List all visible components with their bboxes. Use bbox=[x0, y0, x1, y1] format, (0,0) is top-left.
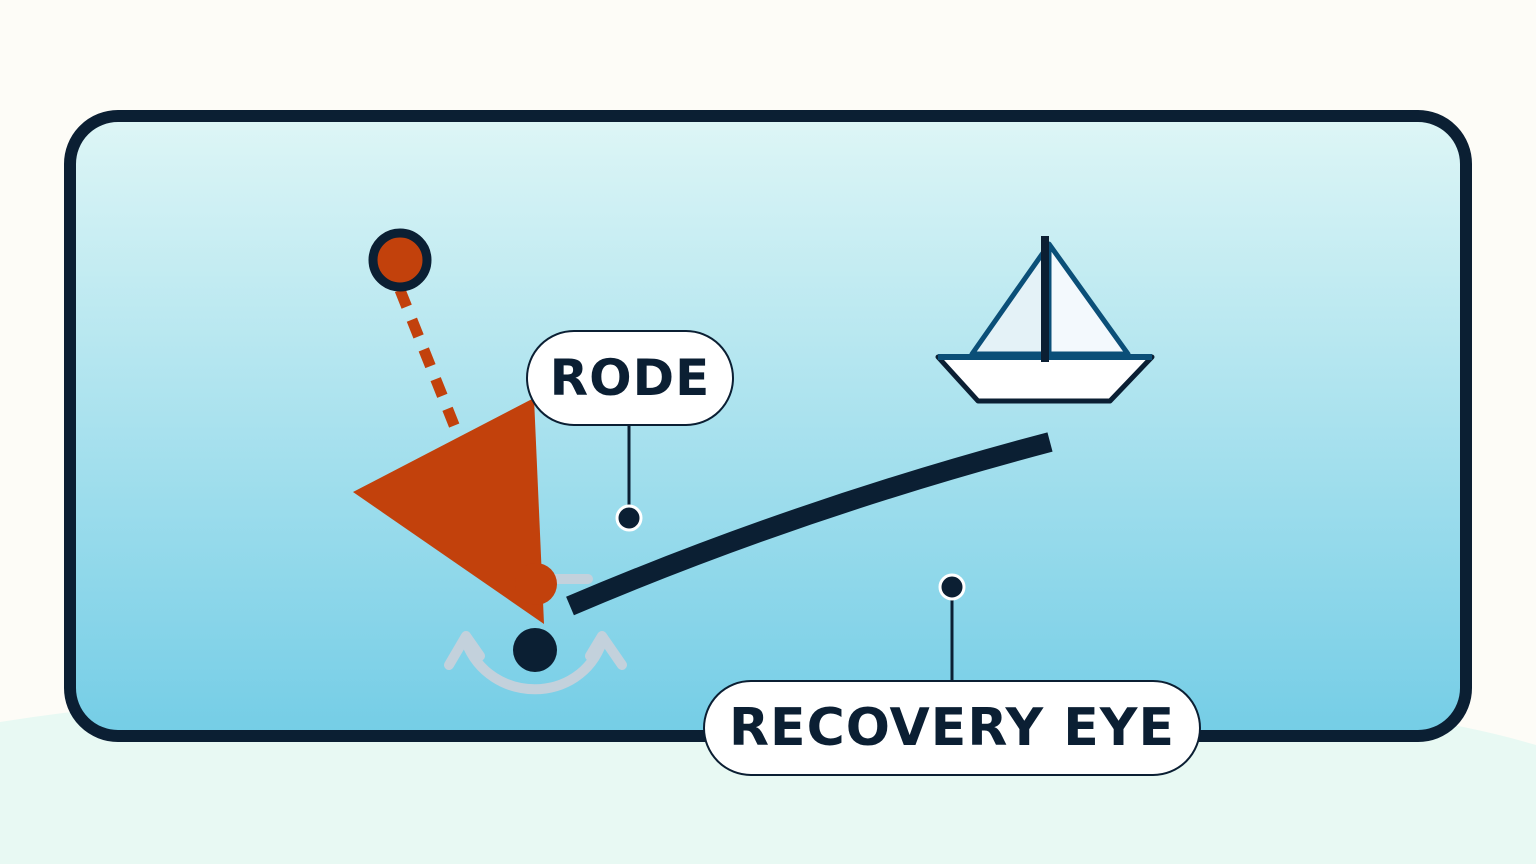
buoy-line bbox=[394, 287, 462, 433]
water-panel bbox=[64, 110, 1472, 742]
sailboat-icon bbox=[935, 236, 1155, 404]
anchor-icon bbox=[353, 398, 557, 624]
rode-label: RODE bbox=[526, 330, 734, 426]
recovery-eye-point bbox=[513, 628, 557, 672]
recovery-eye-label: RECOVERY EYE bbox=[703, 680, 1201, 776]
rode-leader bbox=[615, 425, 643, 532]
buoy-icon bbox=[368, 228, 432, 292]
recovery-eye-leader bbox=[938, 573, 966, 681]
curved-arrow-icon bbox=[444, 631, 627, 695]
rode-line bbox=[566, 432, 1053, 616]
